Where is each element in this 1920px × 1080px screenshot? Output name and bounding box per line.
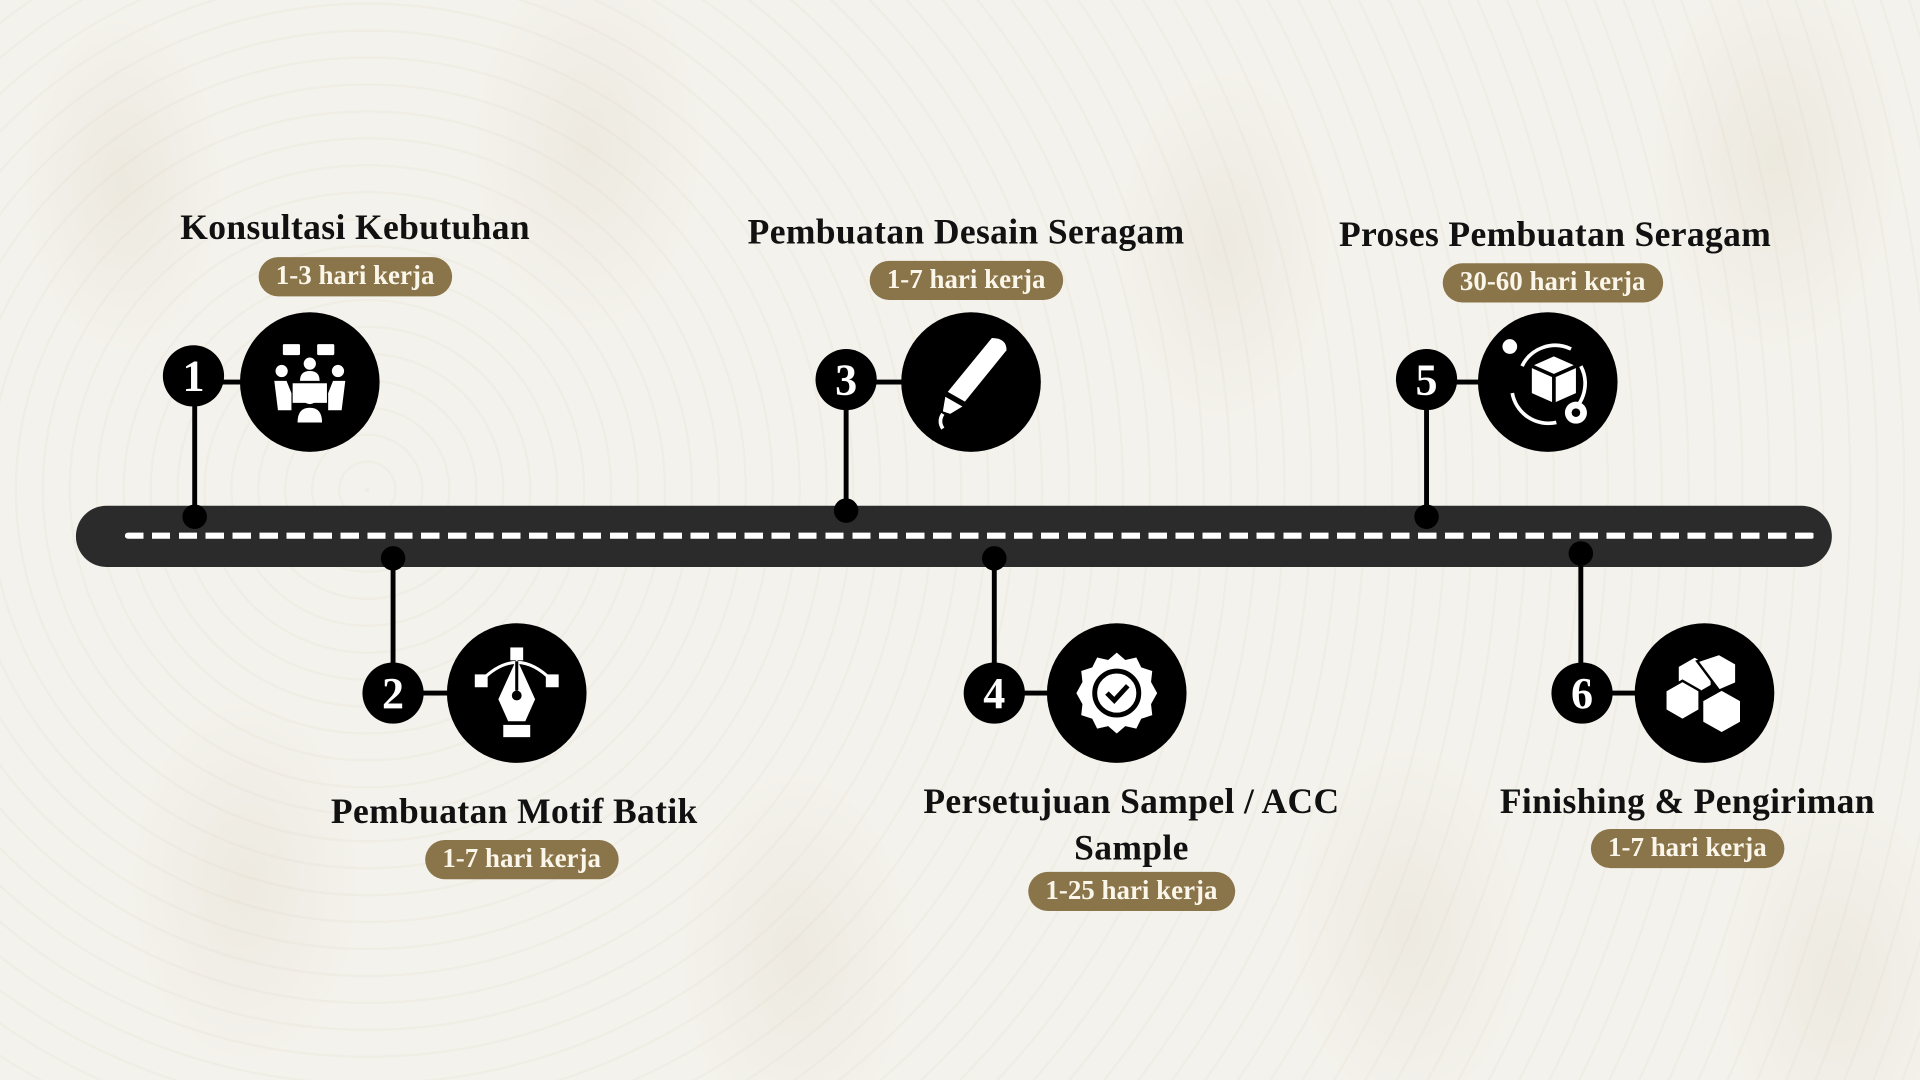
step-title: Pembuatan Desain Seragam (747, 213, 1185, 253)
step-number: 3 (815, 348, 877, 411)
connector-line (1424, 379, 1429, 517)
timeline-dot (1414, 504, 1439, 529)
connector-line (843, 379, 849, 511)
step-title: Persetujuan Sampel / ACC Sample (923, 782, 1340, 869)
duration-badge: 1-7 hari kerja (1590, 828, 1784, 869)
timeline-road (75, 505, 1832, 567)
boxes-icon (1634, 623, 1775, 763)
pen-tool-icon (446, 623, 587, 763)
production-process-icon (1477, 312, 1618, 452)
connector-line (192, 375, 198, 517)
step-title: Pembuatan Motif Batik (330, 792, 698, 832)
connector-line (407, 690, 457, 696)
connector-line (991, 558, 997, 694)
connector-line (1578, 553, 1584, 694)
connector-line (1596, 690, 1646, 696)
step-title: Proses Pembuatan Seragam (1338, 215, 1772, 255)
step-number: 6 (1551, 662, 1613, 724)
stylus-icon (901, 312, 1041, 452)
duration-badge: 1-7 hari kerja (869, 260, 1063, 301)
step-title: Konsultasi Kebutuhan (180, 208, 530, 248)
step-title: Finishing & Pengiriman (1499, 782, 1875, 822)
duration-badge: 1-25 hari kerja (1028, 871, 1235, 912)
timeline-dot (982, 546, 1007, 571)
timeline-dot (380, 546, 406, 571)
step-number: 5 (1395, 348, 1458, 411)
connector-line (860, 379, 910, 385)
timeline-dot (182, 504, 207, 529)
connector-line (208, 379, 258, 385)
connector-line (1008, 690, 1058, 696)
step-number: 4 (963, 662, 1025, 724)
duration-badge: 30-60 hari kerja (1442, 263, 1663, 303)
duration-badge: 1-7 hari kerja (425, 840, 619, 880)
approval-badge-icon (1046, 623, 1187, 763)
duration-badge: 1-3 hari kerja (258, 257, 452, 297)
step-number: 1 (162, 345, 225, 407)
timeline-dot (833, 498, 859, 523)
connector-line (1441, 379, 1491, 385)
road-dashed-line (124, 532, 1815, 539)
connector-line (390, 558, 396, 694)
timeline-dot (1568, 541, 1594, 566)
meeting-icon (240, 312, 380, 452)
step-number: 2 (362, 662, 424, 724)
